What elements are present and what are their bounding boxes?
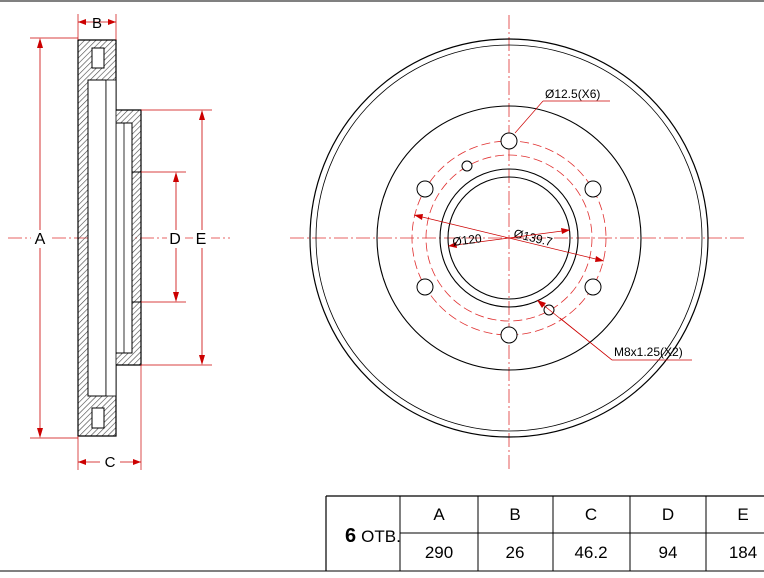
dim-b-label: B — [92, 15, 102, 32]
dim-e-label-bg — [193, 230, 211, 248]
threaded-hole-circle — [425, 154, 593, 322]
value-e: 184 — [729, 543, 757, 562]
dim-a-arrow-bottom — [37, 428, 43, 438]
dim-d-label: D — [169, 231, 181, 248]
bolt-hole-callout: Ø12.5(X6) — [545, 87, 600, 101]
bore-arrow-left — [448, 242, 457, 248]
bolt-hole — [500, 326, 518, 344]
value-c: 46.2 — [574, 543, 607, 562]
upper-bolt-slot — [91, 47, 105, 69]
dim-c-arrow-left — [78, 459, 86, 465]
bore-dim-line — [447, 229, 571, 247]
dim-c-label-bg — [100, 452, 120, 470]
side-section-view: A B C D E — [8, 14, 230, 471]
holes-count: 6 — [345, 525, 356, 547]
value-d: 94 — [659, 543, 678, 562]
bolt-hole — [584, 278, 602, 296]
dim-e-label: E — [196, 231, 207, 248]
lower-bolt-slot — [91, 407, 105, 429]
dim-d-arrow-bottom — [173, 292, 179, 302]
header-c: C — [585, 505, 597, 524]
bolt-hole-leader — [514, 100, 544, 134]
threaded-hole — [461, 160, 473, 172]
dim-c-arrow-right — [133, 459, 141, 465]
dim-a-arrow-top — [37, 38, 43, 48]
header-a: A — [433, 505, 445, 524]
hub-edge — [376, 105, 642, 371]
header-b: B — [509, 505, 520, 524]
center-bore-outer — [439, 168, 579, 308]
pcd-arrow-left — [414, 214, 423, 220]
bolt-hole — [584, 180, 602, 198]
disc-outer-edge — [309, 38, 709, 438]
pcd-callout: Ø139.7 — [512, 226, 554, 249]
dim-c-label: C — [105, 454, 116, 471]
bolt-hole — [416, 278, 434, 296]
dim-a-label: A — [35, 231, 46, 248]
center-bore-inner — [447, 176, 571, 300]
thread-arrow — [537, 300, 546, 308]
spec-table: 6 ОТВ. A B C D E 290 26 46.2 94 184 — [325, 495, 764, 571]
vent-gap — [105, 79, 117, 397]
dim-b-arrow-left — [78, 19, 86, 25]
disc-outer-chamfer — [315, 44, 703, 432]
header-e: E — [737, 505, 748, 524]
header-d: D — [662, 505, 674, 524]
value-b: 26 — [506, 543, 525, 562]
value-a: 290 — [425, 543, 453, 562]
pcd-arrow-right — [595, 256, 604, 262]
dim-e-arrow-bottom — [199, 355, 205, 365]
vent-channel — [87, 79, 107, 397]
bolt-hole — [500, 132, 518, 150]
bore-arrow-right — [561, 228, 570, 234]
thread-callout: M8x1.25(X2) — [614, 345, 683, 359]
dim-d-arrow-top — [173, 172, 179, 182]
bore-callout: Ø120 — [452, 231, 483, 249]
dim-a-label-bg — [31, 230, 49, 248]
dim-b-arrow-right — [108, 19, 116, 25]
holes-unit: ОТВ. — [361, 527, 401, 546]
thread-leader-2 — [559, 317, 613, 361]
dim-e-arrow-top — [199, 110, 205, 120]
front-view: Ø12.5(X6) Ø139.7 Ø120 M8x1.25(X2) — [290, 15, 745, 470]
bolt-hole — [416, 180, 434, 198]
dim-d-label-bg — [167, 230, 185, 248]
